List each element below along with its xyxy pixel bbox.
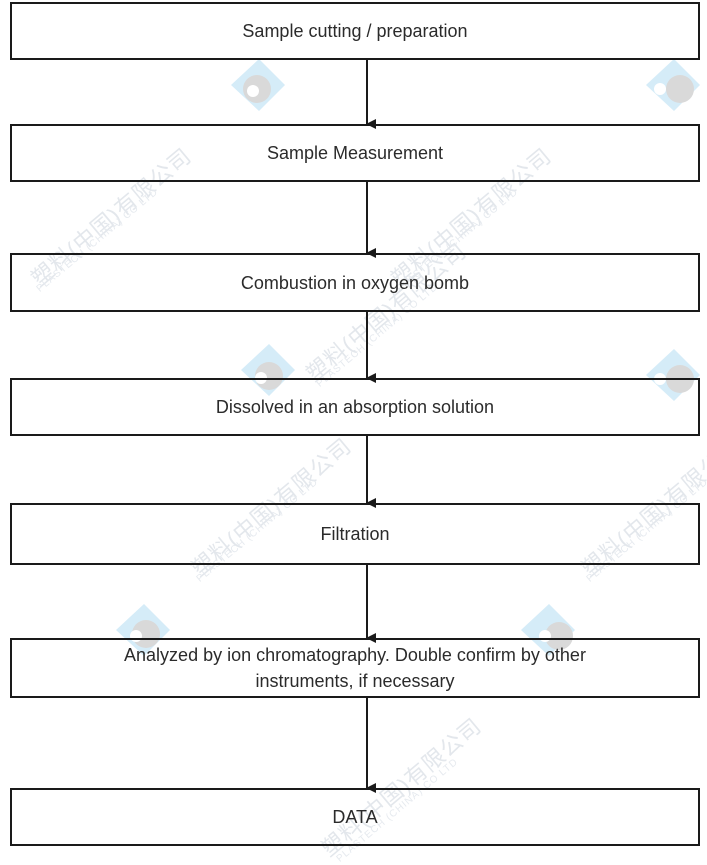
flow-step-sample-cutting: Sample cutting / preparation [10,2,700,60]
flow-step-combustion: Combustion in oxygen bomb [10,253,700,312]
flow-step-label: Filtration [320,524,390,544]
flow-step-label: DATA [332,807,378,827]
flow-step-dissolved: Dissolved in an absorption solution [10,378,700,436]
flow-step-label: Dissolved in an absorption solution [215,397,495,417]
flow-step-ion-chromatography: Analyzed by ion chromatography. Double c… [10,638,700,698]
flow-step-label-line1: Analyzed by ion chromatography. Double c… [124,645,586,665]
flow-step-sample-measurement: Sample Measurement [10,124,700,182]
flowchart-connectors [366,60,376,793]
flow-step-label: Sample Measurement [266,143,444,163]
flow-step-filtration: Filtration [10,503,700,565]
flow-step-label: Sample cutting / preparation [242,21,468,41]
flow-step-label-line2: instruments, if necessary [255,671,455,691]
flow-step-data: DATA [10,788,700,846]
flow-step-label: Combustion in oxygen bomb [240,272,470,293]
